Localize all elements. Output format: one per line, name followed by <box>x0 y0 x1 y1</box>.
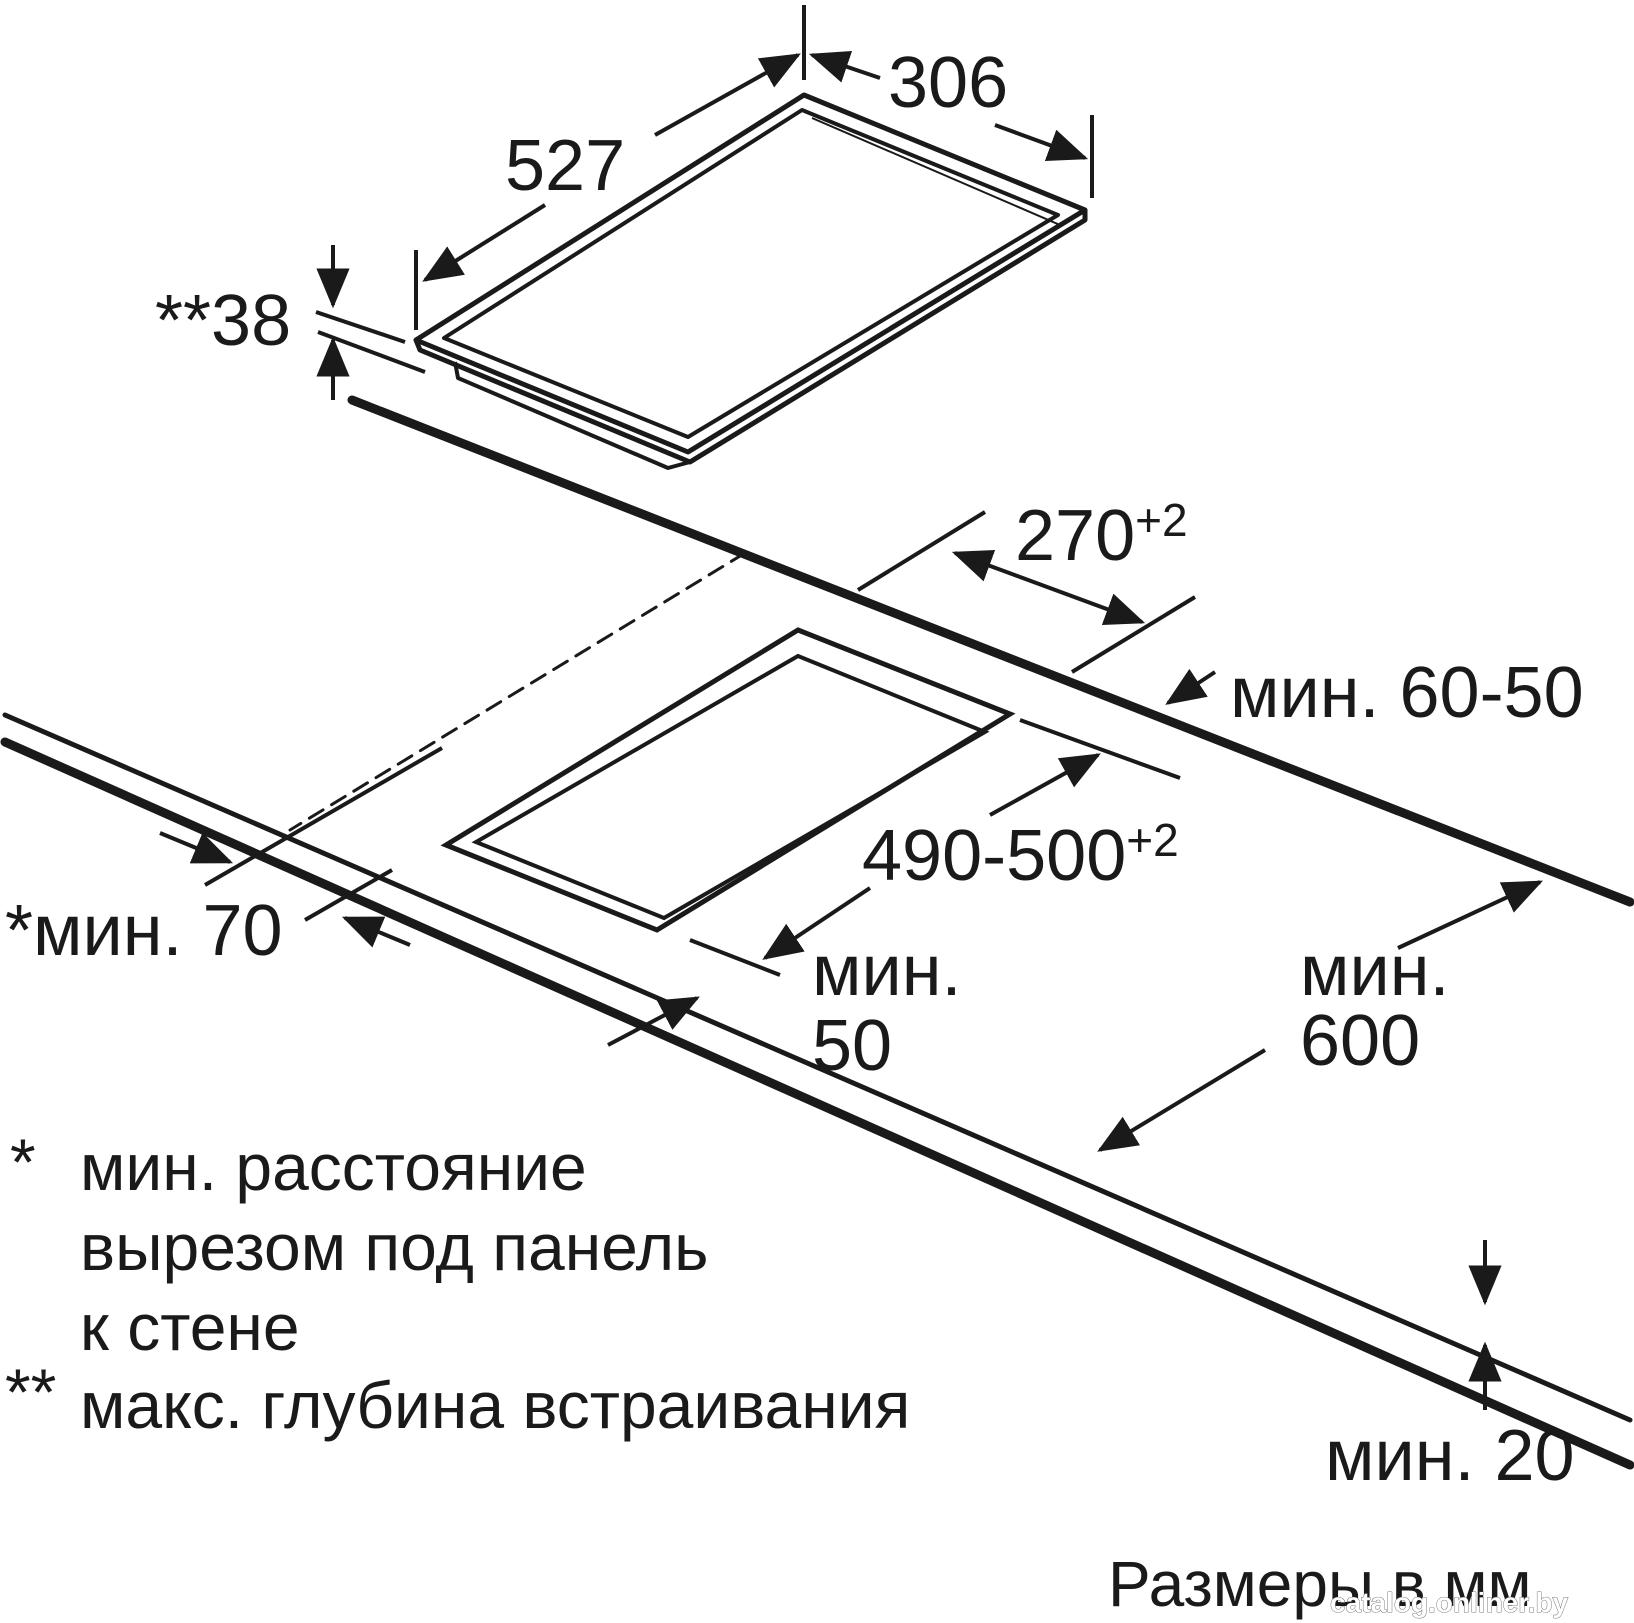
label-cutout-width-tolerance: +2 <box>1135 494 1187 546</box>
ext-line-38-top <box>315 310 406 344</box>
label-depth-38: **38 <box>155 281 291 361</box>
note-1-line-3: к стене <box>80 1290 300 1364</box>
footnotes: * мин. расстояние вырезом под панель к с… <box>5 1125 910 1442</box>
hob-rear-strip <box>811 117 1061 226</box>
cutout <box>440 627 1016 933</box>
hob-frame-inner <box>442 108 1060 439</box>
label-min-50-value: 50 <box>812 1006 892 1086</box>
label-min-70: *мин. 70 <box>5 891 283 971</box>
worktop-front-top-edge <box>2 712 1633 1423</box>
dim-arrow-50 <box>607 996 700 1047</box>
label-min-50-word: мин. <box>812 931 961 1011</box>
watermark: catalog.onliner.by <box>1330 1587 1568 1618</box>
label-min-20: мин. 20 <box>1325 1416 1575 1496</box>
dimension-lines <box>159 5 1544 1410</box>
worktop-back-edge <box>347 395 1634 907</box>
dim-arrow-70-a <box>159 831 234 864</box>
ext-line-70-b <box>304 868 393 922</box>
dim-arrow-306-b <box>994 123 1089 162</box>
label-cutout-length-tolerance: +2 <box>1126 814 1178 866</box>
label-length-527: 527 <box>505 126 625 206</box>
label-cutout-length-value: 490-500 <box>862 816 1126 896</box>
dim-arrow-490-a <box>989 753 1101 817</box>
note-2-marker: ** <box>5 1355 56 1429</box>
ext-line-270-a <box>856 510 987 592</box>
dim-arrow-527-b <box>422 203 547 282</box>
worktop-left-hidden-edge <box>288 551 747 832</box>
dim-arrow-60-50 <box>1165 668 1217 705</box>
label-width-306: 306 <box>888 43 1008 123</box>
dim-line-270 <box>951 550 1146 625</box>
worktop-front-bottom-edge <box>0 737 1634 1470</box>
ext-line-270-b <box>1070 595 1197 674</box>
dim-arrow-306-a <box>808 50 881 83</box>
dim-arrow-600-a <box>1397 880 1544 950</box>
ext-line-490-a <box>1019 718 1181 780</box>
label-cutout-length: 490-500+2 <box>862 814 1179 896</box>
dim-arrow-600-b <box>1097 1048 1267 1152</box>
label-min-60-50: мин. 60-50 <box>1230 653 1584 733</box>
units-label: Размеры в мм <box>1108 1548 1532 1620</box>
hob-glass-top <box>413 92 1088 455</box>
note-2-line-1: макс. глубина встраивания <box>80 1368 910 1442</box>
label-min-600-word: мин. <box>1300 931 1449 1011</box>
dim-arrow-527-a <box>654 53 801 137</box>
dim-arrow-70-b <box>341 916 411 948</box>
dim-arrow-490-b <box>762 886 872 960</box>
label-cutout-width-value: 270 <box>1015 496 1135 576</box>
note-1-marker: * <box>10 1125 36 1199</box>
hob <box>413 92 1088 470</box>
dimension-labels: 306 527 **38 270+2 мин. 60-50 490-500+2 … <box>5 43 1584 1496</box>
note-1-line-1: мин. расстояние <box>80 1130 587 1204</box>
hob-frame-front-edge <box>413 210 1088 465</box>
cutout-outer <box>440 627 1016 933</box>
label-min-600-value: 600 <box>1300 1001 1420 1081</box>
ext-line-70 <box>203 746 444 887</box>
ext-line-490-b <box>689 938 781 977</box>
note-1-line-2: вырезом под панель <box>80 1210 709 1284</box>
worktop <box>0 395 1634 1470</box>
cutout-inner <box>471 653 990 921</box>
hob-body-underside <box>453 361 691 470</box>
label-cutout-width: 270+2 <box>1015 494 1188 576</box>
